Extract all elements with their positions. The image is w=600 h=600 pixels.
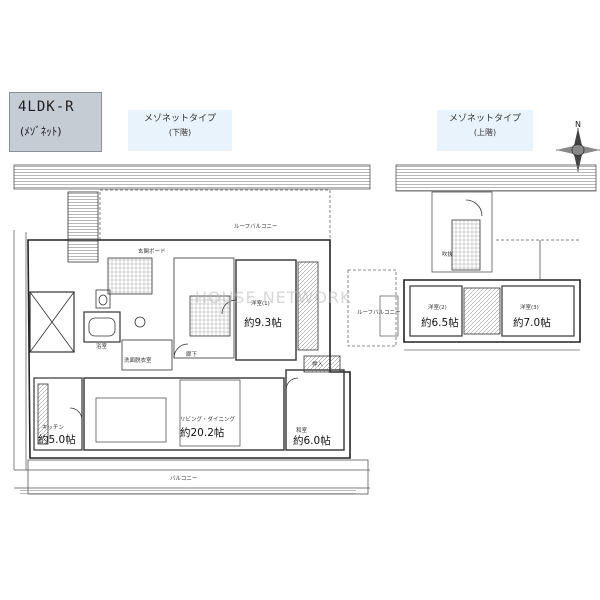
western3-size: 約7.0帖	[513, 316, 551, 329]
washroom-name: 洗面脱衣室	[124, 356, 152, 364]
storage-name: 押入	[312, 360, 324, 368]
western1-name: 洋室(1)	[251, 299, 270, 307]
watermark-text: HOUSE NETWORK	[195, 288, 352, 307]
western2-size: 約6.5帖	[421, 316, 459, 329]
roof-balcony-label-upper: ルーフバルコニー	[357, 309, 401, 316]
lower-floor-header: メゾネットタイプ (下階)	[128, 110, 232, 151]
ldk-size: 約20.2帖	[180, 426, 225, 439]
western2-name: 洋室(2)	[428, 303, 447, 311]
balcony-label: バルコニー	[170, 475, 197, 482]
plan-type-note: (ﾒｿﾞﾈｯﾄ)	[20, 125, 62, 138]
hall-name: 廊下	[186, 350, 198, 358]
shoe-box-name: 玄関ボード	[138, 247, 166, 255]
kitchen-size: 約5.0帖	[38, 433, 76, 446]
lower-floor-plan	[13, 164, 371, 496]
japanese-size: 約6.0帖	[293, 434, 331, 447]
upper-floor-plan	[347, 164, 597, 351]
western3-name: 洋室(3)	[520, 303, 539, 311]
ldk-name: リビング・ダイニング	[180, 415, 236, 423]
bath-name: 浴室	[96, 342, 108, 350]
western1-size: 約9.3帖	[244, 316, 282, 329]
upper-floor-sub: (上階)	[473, 128, 497, 137]
kitchen-name: キッチン	[42, 424, 65, 431]
north-compass-icon: N	[556, 120, 600, 172]
plan-type-code: 4LDK-R	[18, 99, 75, 115]
upper-floor-title: メゾネットタイプ	[448, 114, 521, 124]
lower-floor-sub: (下階)	[168, 128, 192, 137]
upper-floor-header: メゾネットタイプ (上階)	[437, 110, 533, 151]
compass-label: N	[575, 120, 581, 129]
japanese-name: 和室	[296, 426, 308, 434]
plan-type-label: 4LDK-R (ﾒｿﾞﾈｯﾄ)	[9, 92, 102, 152]
lower-floor-title: メゾネットタイプ	[143, 114, 216, 124]
stairwell-name: 吹抜	[442, 250, 454, 258]
roof-balcony-label-lower: ルーフバルコニー	[234, 223, 278, 230]
